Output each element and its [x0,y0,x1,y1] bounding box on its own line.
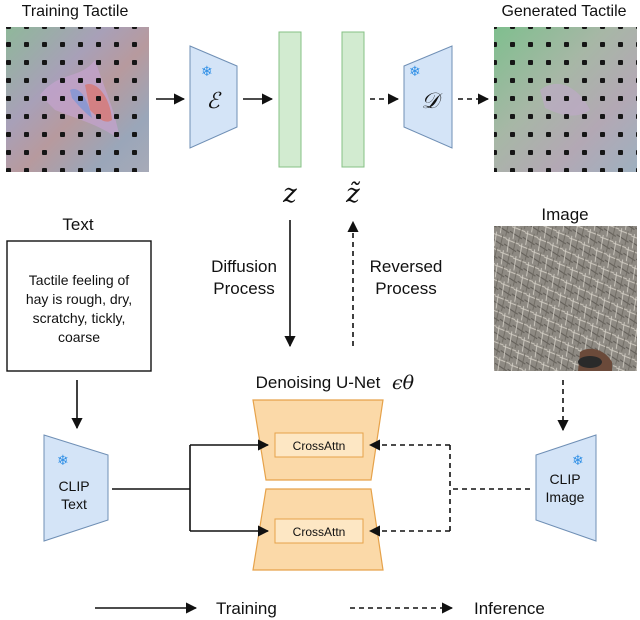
text-prompt-line-1: Tactile feeling of [29,272,130,288]
decoder-symbol: 𝒟 [421,89,443,114]
text-prompt-line-2: hay is rough, dry, [26,291,132,307]
unet-encoder-half: CrossAttn [252,399,384,481]
reversed-process-label-1: Reversed [370,257,443,276]
hay-image [494,226,637,371]
training-tactile-image [6,27,149,172]
clip-image-label-1: CLIP [549,471,580,487]
encoder-symbol: ℰ [206,89,222,114]
snowflake-icon: ❄ [201,64,213,80]
clip-text-label-1: CLIP [58,478,89,494]
generated-tactile-image [494,27,637,172]
diffusion-process-label-1: Diffusion [211,257,277,276]
snowflake-icon: ❄ [572,453,584,469]
snowflake-icon: ❄ [57,453,69,469]
legend-inference-label: Inference [474,599,545,618]
generated-tactile-title: Generated Tactile [501,3,626,20]
snowflake-icon: ❄ [409,64,421,80]
clip-image-label-2: Image [546,489,585,505]
unet-decoder-half: CrossAttn [252,488,384,571]
legend: Training Inference [95,599,545,618]
text-title: Text [62,215,93,234]
clip-image-encoder: ❄ CLIP Image [535,434,597,542]
training-tactile-title: Training Tactile [22,3,129,20]
encoder-block: ❄ ℰ [189,45,238,149]
image-title: Image [541,205,588,224]
z-tilde-label: z̃ [345,179,361,209]
unet-symbol: ϵθ [392,372,415,394]
decoder-block: ❄ 𝒟 [403,45,453,149]
unet-title: Denoising U-Net [256,373,381,392]
text-prompt-box: Tactile feeling of hay is rough, dry, sc… [6,240,152,372]
crossattn-top-box [274,432,364,458]
crossattn-bottom-box [274,518,364,544]
diffusion-process-label-2: Process [213,279,274,298]
crossattn-bottom-label: CrossAttn [293,525,346,539]
text-prompt-line-4: coarse [58,329,100,345]
text-prompt-line-3: scratchy, tickly, [33,310,126,326]
crossattn-top-label: CrossAttn [293,439,346,453]
latent-z-tilde-bar [341,31,365,168]
legend-training-label: Training [216,599,277,618]
z-label: z [282,179,297,209]
clip-text-label-2: Text [61,496,87,512]
latent-z-bar [278,31,302,168]
clip-text-encoder: ❄ CLIP Text [43,434,109,542]
reversed-process-label-2: Process [375,279,436,298]
